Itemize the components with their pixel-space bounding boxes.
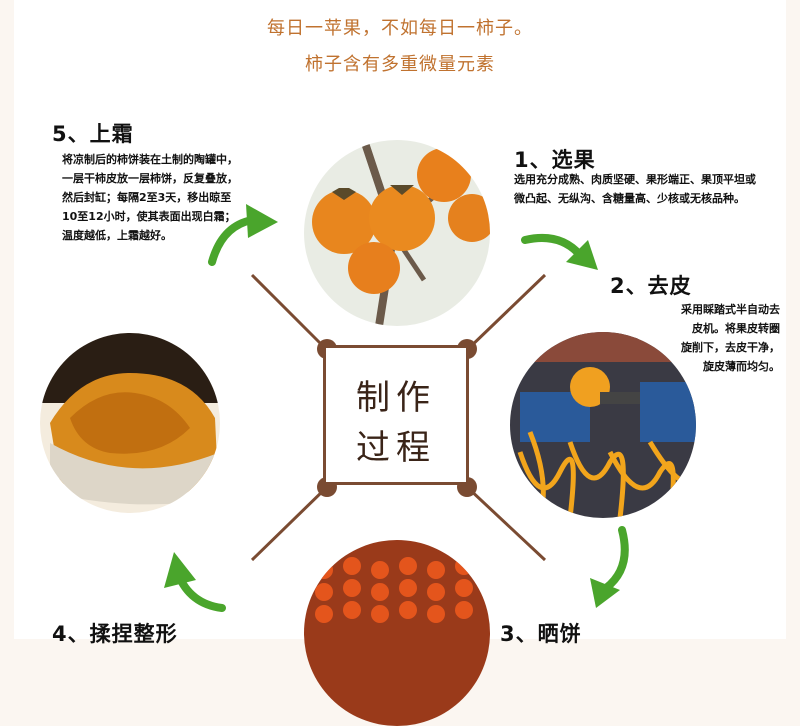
connector-line-bottom-right	[465, 485, 547, 562]
step2-description-line3: 旋削下，去皮干净，	[681, 341, 780, 354]
photo-persimmon-cake	[40, 333, 220, 513]
step4-title: 4、揉捏整形	[52, 622, 178, 646]
step1-description: 选用充分成熟、肉质坚硬、果形端正、果顶平坦或微凸起、无纵沟、含糖量高、少核或无核…	[514, 173, 756, 205]
green-arrow-icon-step1-to-2	[521, 233, 598, 270]
connector-line-bottom-left	[250, 485, 329, 562]
center-title-line1: 制作	[356, 378, 436, 418]
photo-select-fruit	[304, 140, 490, 326]
step2-description: 采用睬踏式半自动去 皮机。将果皮转圈 旋削下，去皮干净， 旋皮薄而均匀。	[610, 300, 780, 376]
photo-drying	[304, 540, 490, 726]
green-arrow-icon-step3-to-4	[164, 552, 226, 612]
center-title-box: 制作 过程	[323, 345, 469, 485]
connector-line-top-right	[465, 273, 547, 352]
header-subtitle: 柿子含有多重微量元素	[305, 54, 495, 75]
green-arrow-icon-step2-to-3	[590, 526, 629, 608]
step2-description-line1: 采用睬踏式半自动去	[681, 303, 780, 316]
connector-line-top-left	[250, 273, 329, 352]
header-slogan: 每日一苹果，不如每日一柿子。	[267, 18, 533, 39]
center-title-line2: 过程	[356, 428, 436, 468]
connector-diagram	[164, 204, 629, 612]
step3-title: 3、晒饼	[500, 622, 582, 646]
green-arrow-icon-step5-to-1	[208, 204, 278, 266]
step5-title: 5、上霜	[52, 122, 134, 146]
step1-title: 1、选果	[514, 148, 596, 172]
step2-title: 2、去皮	[610, 274, 692, 298]
step2-description-line4: 旋皮薄而均匀。	[703, 360, 780, 373]
step5-description: 将凉制后的柿饼装在土制的陶罐中，一层干柿皮放一层柿饼，反复叠放，然后封缸；每隔2…	[62, 153, 238, 242]
step2-description-line2: 皮机。将果皮转圈	[692, 322, 780, 335]
